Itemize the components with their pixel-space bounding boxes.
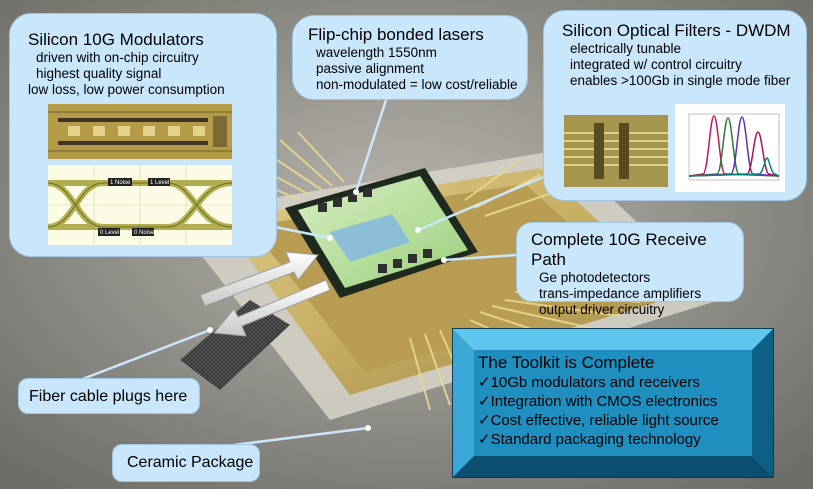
eye-label-0-noise: 0 Noise — [134, 230, 155, 236]
filters-line-3: enables >100Gb in single mode fiber — [570, 73, 791, 88]
eye-label-1-level: 1 Level — [150, 180, 169, 186]
ceramic-label: Ceramic Package — [112, 444, 260, 482]
receive-callout: Complete 10G Receive Path Ge photodetect… — [516, 222, 744, 317]
toolkit-content: The Toolkit is Complete ✓10Gb modulators… — [478, 353, 719, 449]
eye-label-1-noise: 1 Noise — [110, 180, 131, 186]
filters-title: Silicon Optical Filters - DWDM — [562, 21, 791, 40]
lasers-callout: Flip-chip bonded lasers wavelength 1550n… — [292, 15, 528, 100]
filter-spectrum-plot — [675, 104, 785, 192]
modulators-line-3: low loss, low power consumption — [28, 82, 225, 97]
toolkit-item-1: ✓10Gb modulators and receivers — [478, 374, 700, 391]
modulators-title: Silicon 10G Modulators — [28, 30, 204, 49]
toolkit-item-3: ✓Cost effective, reliable light source — [478, 412, 719, 429]
receive-line-1: Ge photodetectors — [539, 270, 651, 285]
receive-title: Complete 10G Receive Path — [531, 230, 707, 269]
toolkit-item-2: ✓Integration with CMOS electronics — [478, 393, 718, 410]
eye-label-0-level: 0 Level — [100, 230, 119, 236]
eye-diagram: 1 Noise 1 Level 0 Level 0 Noise — [48, 165, 232, 245]
receive-line-2: trans-impedance amplifiers — [539, 286, 702, 301]
toolkit-item-4: ✓Standard packaging technology — [478, 431, 701, 448]
lasers-title: Flip-chip bonded lasers — [308, 25, 484, 44]
modulators-line-1: driven with on-chip circuitry — [36, 50, 199, 65]
lasers-line-2: passive alignment — [316, 61, 425, 76]
filters-line-1: electrically tunable — [570, 41, 682, 56]
receive-line-3: output driver circuitry — [539, 302, 665, 317]
modulators-line-2: highest quality signal — [36, 66, 162, 81]
toolkit-title: The Toolkit is Complete — [478, 353, 655, 372]
filter-die-image — [564, 115, 668, 187]
fiber-label: Fiber cable plugs here — [18, 378, 200, 414]
filters-line-2: integrated w/ control circuitry — [570, 57, 742, 72]
lasers-line-1: wavelength 1550nm — [316, 45, 437, 60]
toolkit-panel — [452, 328, 774, 478]
modulator-die-image — [48, 104, 232, 159]
lasers-line-3: non-modulated = low cost/reliable — [316, 77, 518, 92]
